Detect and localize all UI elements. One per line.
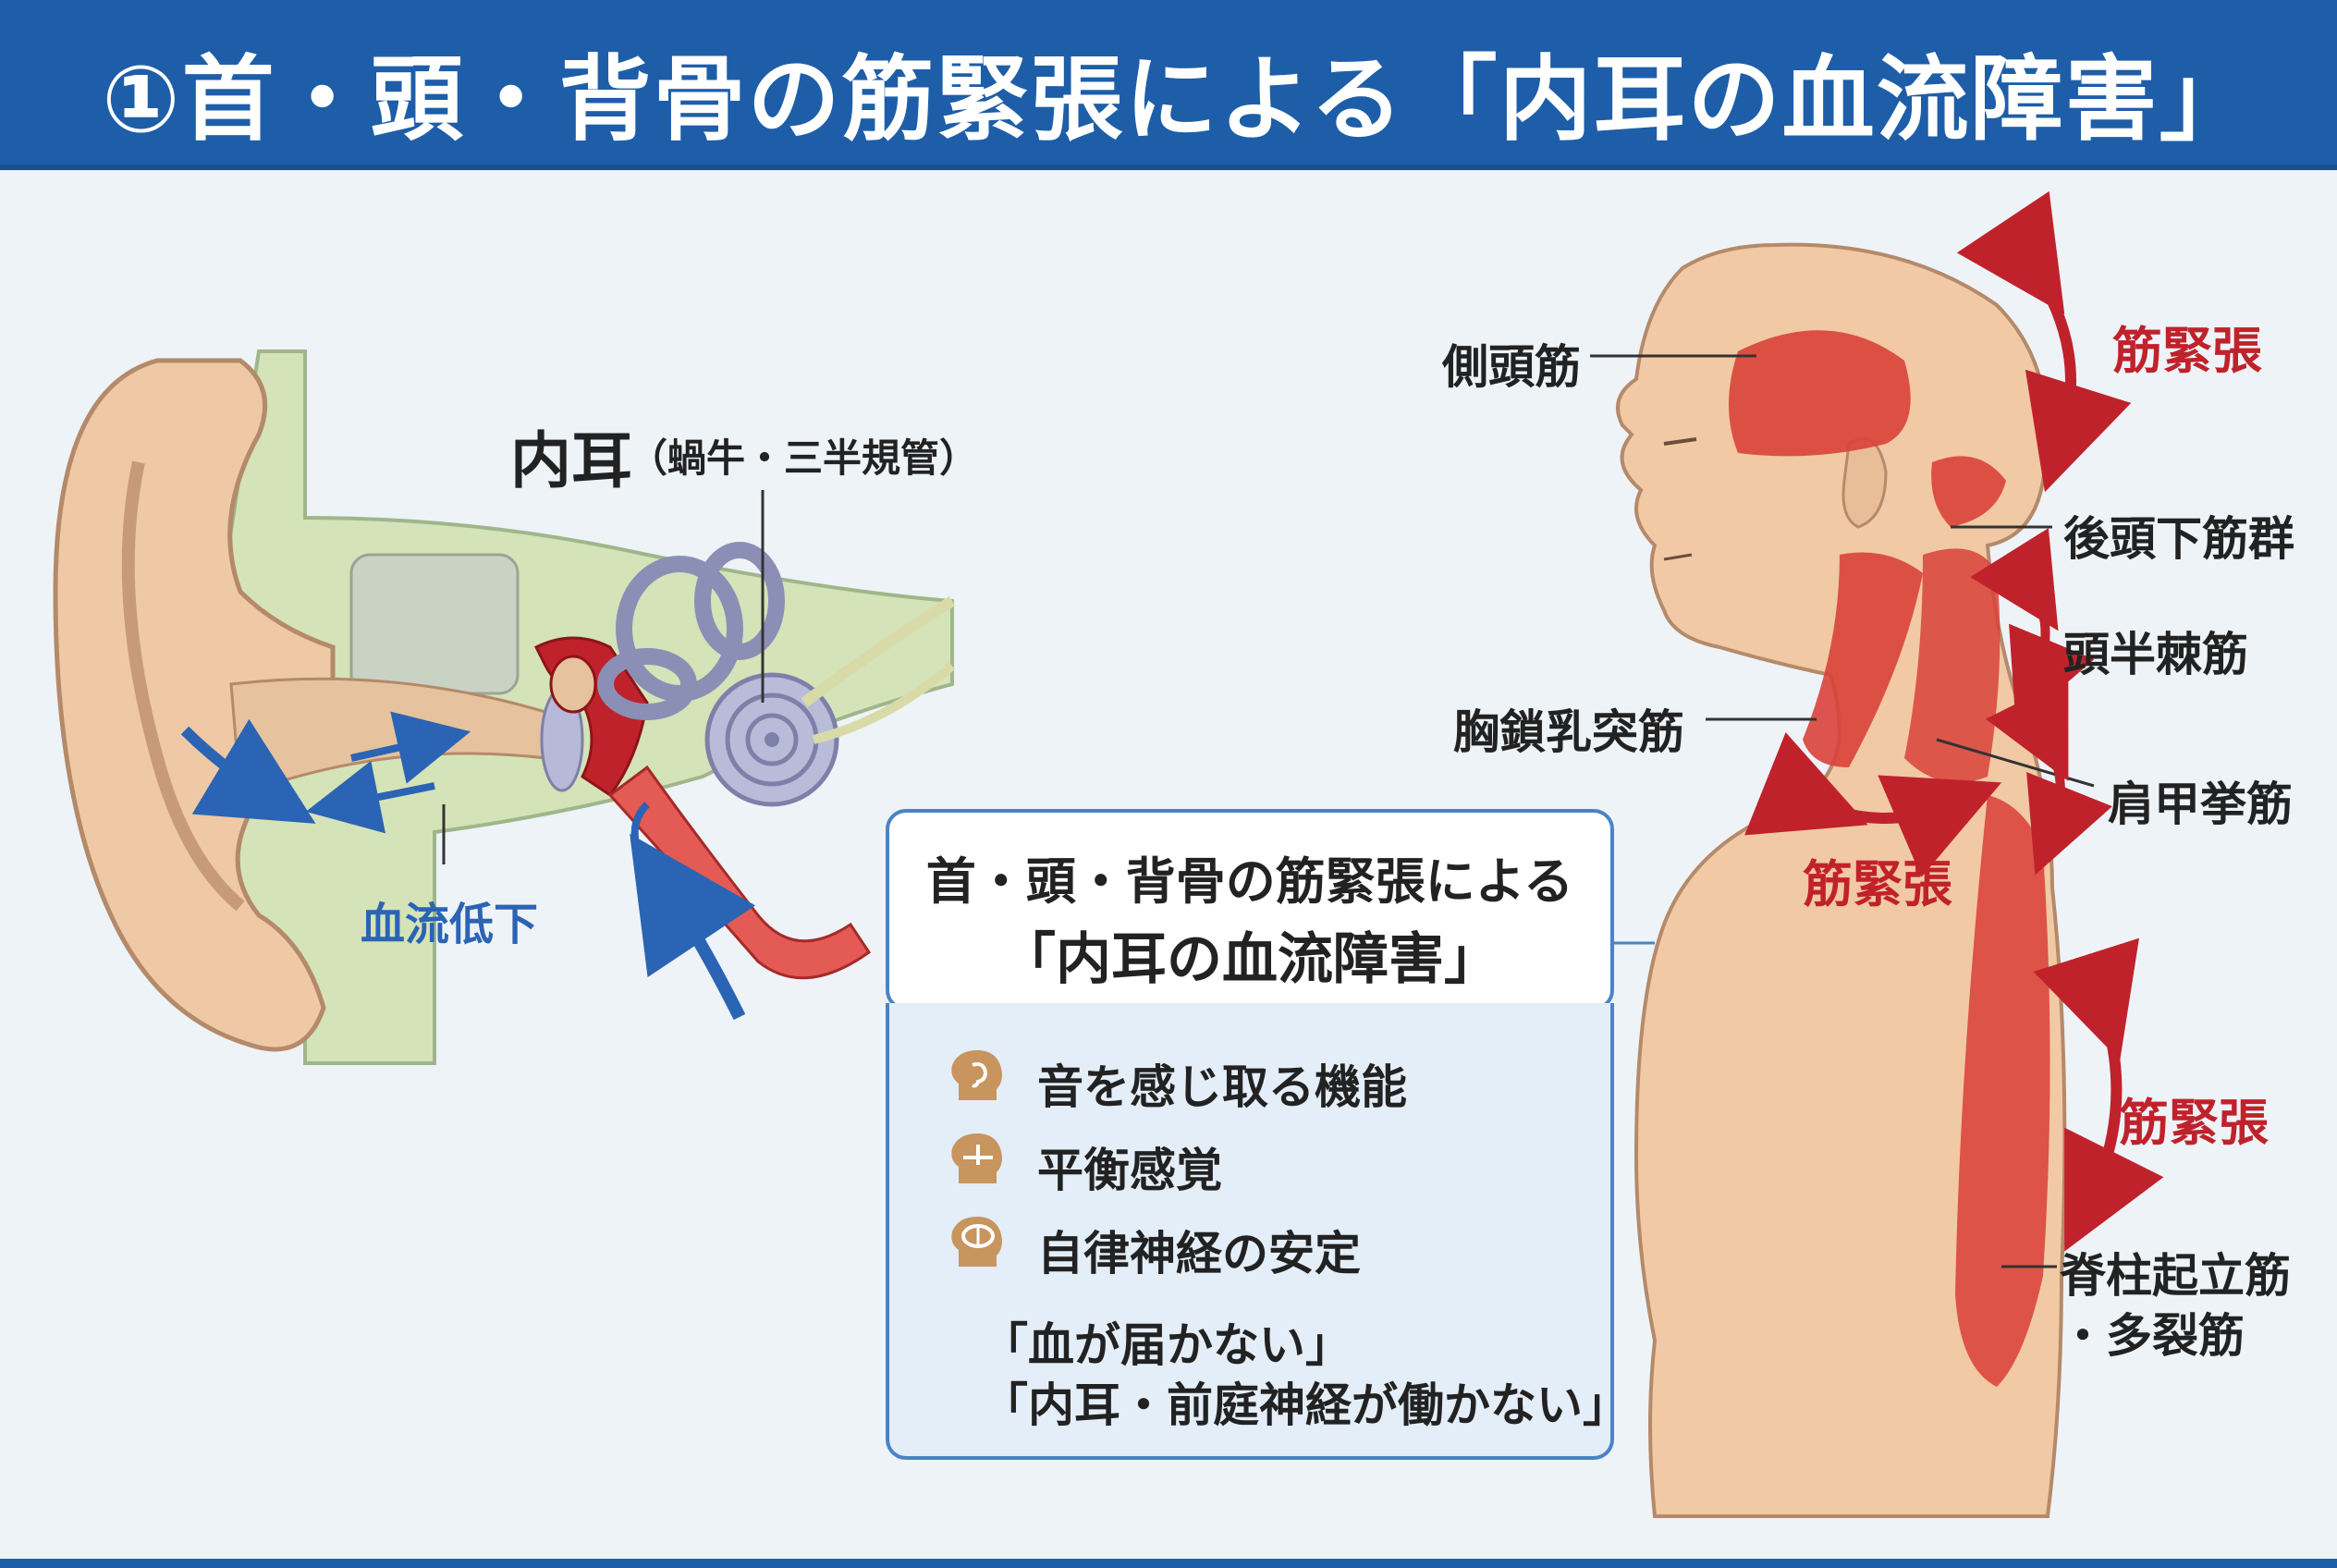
erector-muscle	[1955, 795, 2050, 1387]
callout-item-text: 平衡感覚	[1037, 1144, 1222, 1197]
bottom-bar	[0, 1559, 2337, 1568]
levator-label: 肩甲挙筋	[2108, 778, 2293, 831]
tension-arrow-top	[1956, 190, 2132, 493]
bloodflow-label: 血流低下	[361, 899, 539, 950]
callout-title-line2: 「内耳の血流障害」	[1000, 927, 1499, 992]
header-bar: ①首・頭・背骨の筋緊張による「内耳の血流障害」	[0, 0, 2337, 170]
ear-head-icon	[951, 1049, 1002, 1100]
flow-arrow-2	[350, 711, 471, 784]
inner-ear-label: 内耳	[510, 425, 632, 496]
tension-arrow-back	[2033, 937, 2164, 1252]
callout-detail-box: 音を感じ取る機能 平衡感覚 自律神経の安定 「血が届かない」 「内耳・前庭神経が…	[886, 1003, 1629, 1460]
callout-quote-1: 「血が届かない」	[982, 1318, 1352, 1372]
vestibular-nerve	[801, 595, 956, 707]
suboccipital-label: 後頭下筋群	[2063, 512, 2294, 566]
callout-item-text: 音を感じ取る機能	[1037, 1060, 1407, 1114]
bone-texture	[349, 553, 520, 695]
temporalis-label: 側頭筋	[1442, 340, 1581, 394]
callout-quote-2: 「内耳・前庭神経が働かない」	[982, 1378, 1629, 1432]
flow-arrow-5	[630, 802, 650, 852]
callout-title-box: 首・頭・背骨の筋緊張による 「内耳の血流障害」	[886, 809, 1614, 1011]
page-title: ①首・頭・背骨の筋緊張による「内耳の血流障害」	[102, 45, 2254, 153]
tension-arrow-neck	[1970, 528, 2095, 728]
scm-label: 胸鎖乳突筋	[1453, 705, 1684, 759]
tension-label-top: 筋緊張	[2112, 322, 2262, 380]
flow-arrow-3	[305, 760, 435, 834]
brain-head-icon	[951, 1216, 1002, 1267]
erector-label-1: 脊柱起立筋	[2060, 1249, 2291, 1303]
ear-cross-section	[53, 349, 956, 1065]
callout-title-line1: 首・頭・背骨の筋緊張による	[925, 852, 1574, 911]
temporalis-muscle	[1729, 330, 1911, 457]
inner-ear-sublabel: （蝸牛・三半規管）	[629, 435, 979, 481]
tension-arrow-upperback	[1985, 677, 2112, 876]
flow-arrow-1	[180, 718, 316, 824]
semicircular-canals	[597, 542, 785, 720]
semispinalis-label: 頭半棘筋	[2063, 628, 2248, 681]
erector-label-2: ・多裂筋	[2060, 1309, 2245, 1363]
cochlea	[704, 672, 839, 807]
balance-head-icon	[951, 1133, 1002, 1183]
tension-arrow-shoulder	[1744, 732, 2002, 877]
eustachian-tube	[607, 765, 872, 980]
human-figure	[1590, 190, 2164, 1518]
tension-label-shoulder: 筋緊張	[1803, 855, 1952, 913]
flow-arrow-4	[630, 833, 756, 1021]
callout-item-text: 自律神経の安定	[1037, 1227, 1361, 1280]
tension-label-back: 筋緊張	[2119, 1094, 2269, 1152]
scm-muscle	[1803, 552, 1923, 767]
